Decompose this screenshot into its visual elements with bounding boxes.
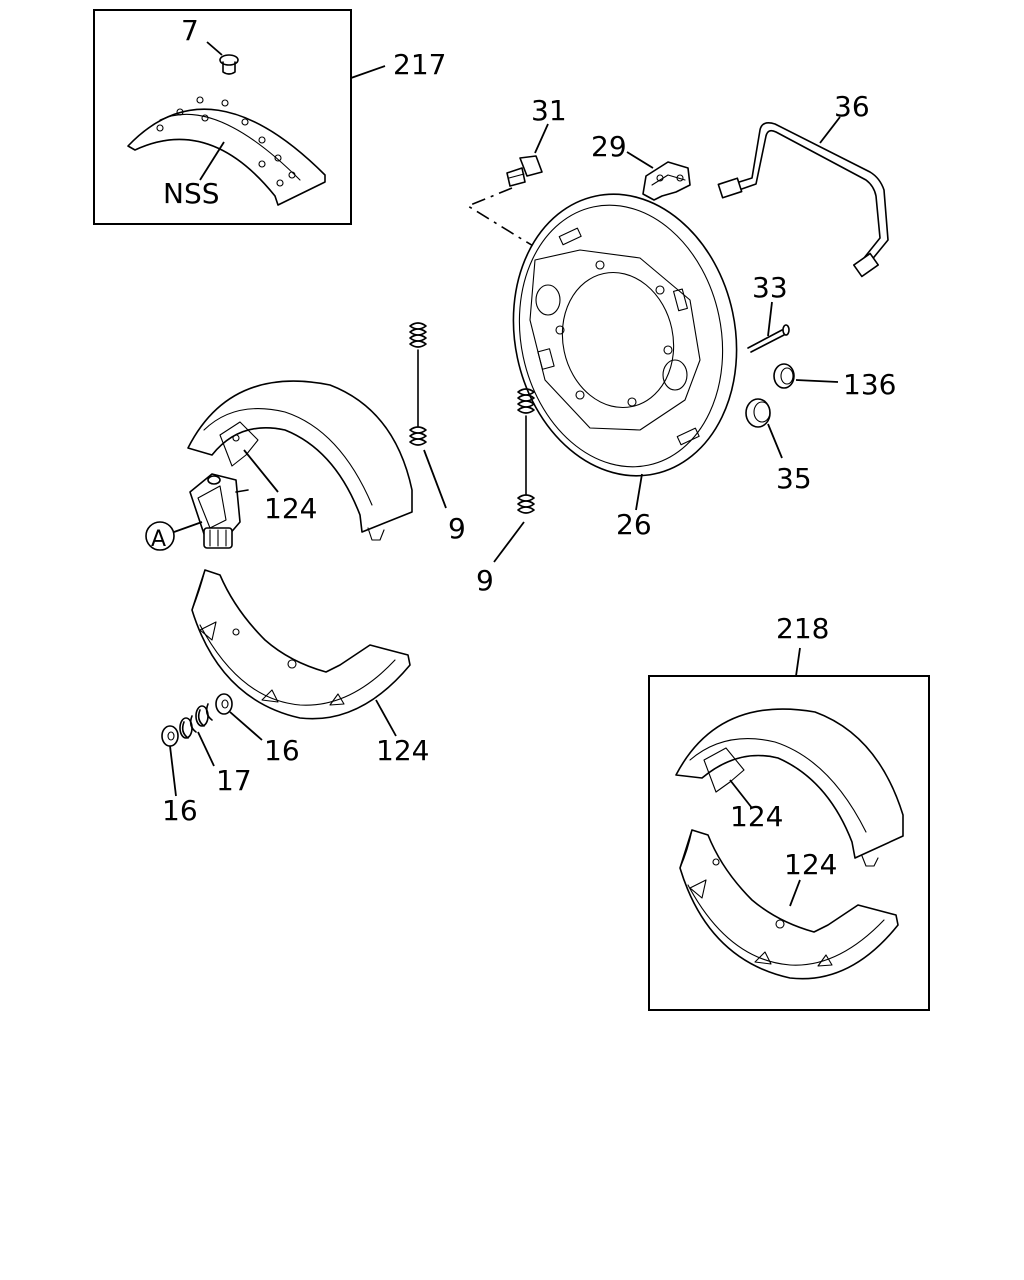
callout-17: 17 (216, 764, 252, 797)
backing-plate-part (512, 193, 738, 477)
return-spring-lower (517, 388, 535, 514)
kit-brake-shoe-upper (675, 708, 904, 867)
adjuster-washer-upper (215, 693, 233, 715)
kit-brake-shoe-lower (679, 829, 899, 980)
callout-124-kit-upper: 124 (730, 800, 783, 833)
callout-9-upper: 9 (448, 512, 466, 545)
callout-31: 31 (531, 94, 567, 127)
brake-lining-part (127, 96, 326, 206)
callout-26: 26 (616, 508, 652, 541)
callout-16-lower: 16 (162, 794, 198, 827)
cap-part (745, 398, 771, 428)
kit-box-218: 124 124 (648, 675, 930, 1011)
plug-part (773, 363, 795, 389)
callout-36: 36 (834, 90, 870, 123)
rivet-part (219, 54, 239, 75)
return-spring-upper (409, 322, 427, 446)
callout-a-circle (145, 521, 175, 551)
callout-a: A (151, 527, 166, 552)
callout-124-kit-lower: 124 (784, 848, 837, 881)
wheel-cylinder-part (189, 473, 249, 549)
callout-217: 217 (393, 48, 446, 81)
brake-shoe-upper (187, 380, 413, 541)
bracket-part (642, 161, 691, 201)
callout-124-lower: 124 (376, 734, 429, 767)
callout-nss: NSS (163, 177, 220, 210)
callout-35: 35 (776, 462, 812, 495)
kit-box-217: 7 NSS (93, 9, 352, 225)
callout-124-upper: 124 (264, 492, 317, 525)
brake-shoe-lower (191, 569, 411, 720)
pin-part (747, 324, 790, 353)
callout-136: 136 (843, 368, 896, 401)
callout-9-lower: 9 (476, 564, 494, 597)
callout-33: 33 (752, 271, 788, 304)
brake-pipe-part (717, 122, 889, 278)
adjuster-washer-lower (161, 725, 179, 747)
adjuster-spring (179, 703, 213, 739)
callout-16-upper: 16 (264, 734, 300, 767)
callout-7: 7 (181, 14, 199, 47)
callout-29: 29 (591, 130, 627, 163)
callout-218: 218 (776, 612, 829, 645)
bolt-part (506, 155, 543, 187)
